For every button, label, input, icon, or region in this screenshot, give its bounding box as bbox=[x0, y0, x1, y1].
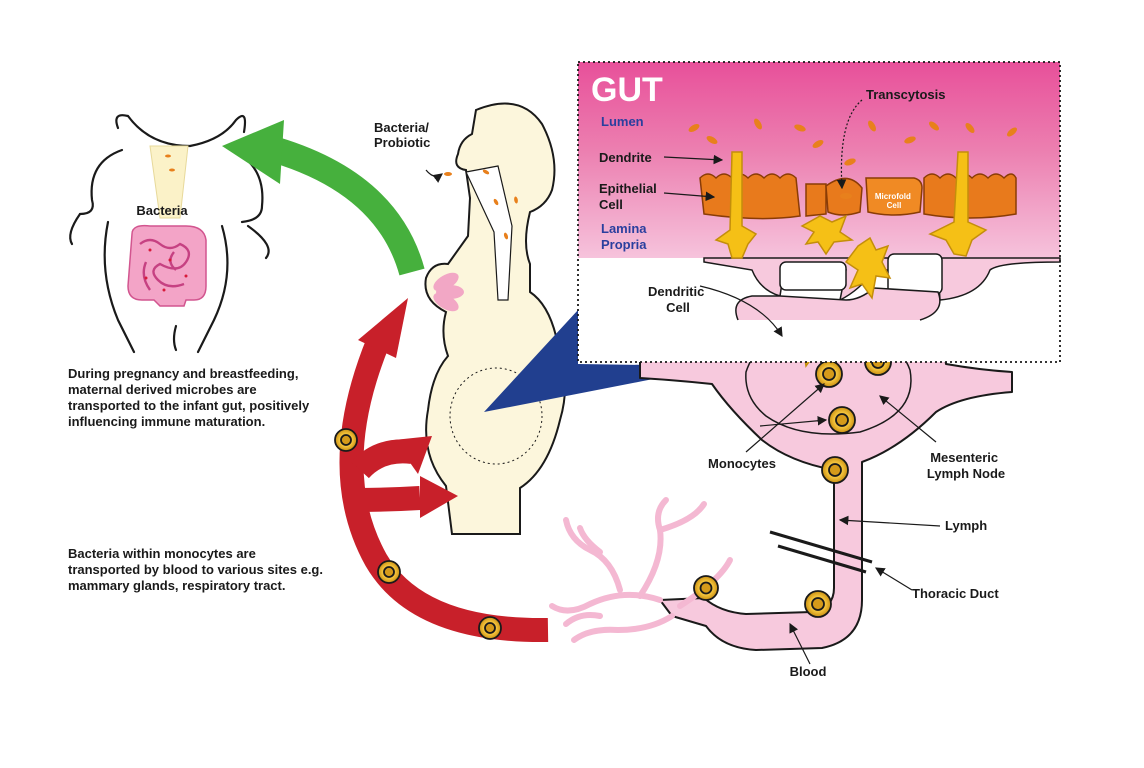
gut-zoom-pointer bbox=[484, 310, 720, 412]
caption-line: Bacteria within monocytes are bbox=[68, 546, 256, 561]
monocytes-label: Monocytes bbox=[708, 456, 776, 471]
transcytosis-label: Transcytosis bbox=[866, 87, 946, 102]
pregnancy-caption: During pregnancy and breastfeeding, mate… bbox=[68, 366, 309, 430]
monocytes-caption: Bacteria within monocytes are transporte… bbox=[68, 546, 323, 594]
monocyte-cell bbox=[815, 360, 843, 388]
gut-title: GUT bbox=[591, 71, 663, 109]
epithelial-cell-label: Epithelial Cell bbox=[599, 181, 660, 212]
caption-line: transported by blood to various sites e.… bbox=[68, 562, 323, 577]
caption-line: transported to the infant gut, positivel… bbox=[68, 398, 310, 413]
gut-panel-border bbox=[577, 61, 1061, 363]
caption-line: influencing immune maturation. bbox=[68, 414, 266, 429]
caption-line: During pregnancy and breastfeeding, bbox=[68, 366, 299, 381]
probiotic-bacteria bbox=[444, 169, 518, 240]
mesenteric-lymph-node-label: Mesenteric Lymph Node bbox=[927, 450, 1005, 481]
monocyte-cell bbox=[821, 456, 849, 484]
thoracic-duct-label: Thoracic Duct bbox=[912, 586, 999, 601]
monocyte-cell bbox=[478, 616, 502, 640]
dendrite-label: Dendrite bbox=[599, 150, 652, 165]
mother-gut-outline bbox=[449, 367, 543, 465]
infant-gut-bacteria bbox=[165, 154, 175, 172]
monocyte-cell bbox=[828, 406, 856, 434]
green-arrow bbox=[222, 120, 425, 276]
dendritic-cell-label: Dendritic Cell bbox=[648, 284, 708, 315]
monocytes bbox=[334, 348, 892, 640]
microfold-cell-label: Microfold Cell bbox=[875, 192, 913, 210]
breast-tissue-icon bbox=[433, 272, 464, 312]
monocyte-cell bbox=[693, 575, 719, 601]
mother-figure bbox=[424, 102, 567, 535]
red-arrowheads bbox=[358, 298, 458, 518]
monocyte-cell bbox=[334, 428, 358, 452]
bacteria-probiotic-label: Bacteria/ Probiotic bbox=[374, 120, 433, 150]
lumen-label: Lumen bbox=[601, 114, 644, 129]
infant-bacteria-label: Bacteria bbox=[136, 203, 188, 218]
infant-esophagus bbox=[149, 145, 189, 219]
blood-label: Blood bbox=[790, 664, 827, 679]
monocyte-cell bbox=[377, 560, 401, 584]
gut-inset-panel bbox=[578, 62, 1061, 362]
label-pointers bbox=[663, 99, 941, 665]
mother-airway bbox=[465, 165, 513, 301]
epithelial-layer bbox=[699, 173, 1017, 220]
monocyte-cell bbox=[804, 590, 832, 618]
gut-dendritic-cells bbox=[714, 151, 988, 300]
lymph-label: Lymph bbox=[945, 518, 987, 533]
infant-intestines-icon bbox=[127, 224, 207, 307]
caption-line: maternal derived microbes are bbox=[68, 382, 257, 397]
caption-line: mammary glands, respiratory tract. bbox=[68, 578, 286, 593]
thoracic-duct-lines bbox=[769, 530, 873, 574]
lamina-propria-label: Lamina Propria bbox=[601, 221, 650, 252]
lumen-bacteria bbox=[688, 118, 1017, 199]
probiotic-pointer bbox=[425, 169, 443, 183]
